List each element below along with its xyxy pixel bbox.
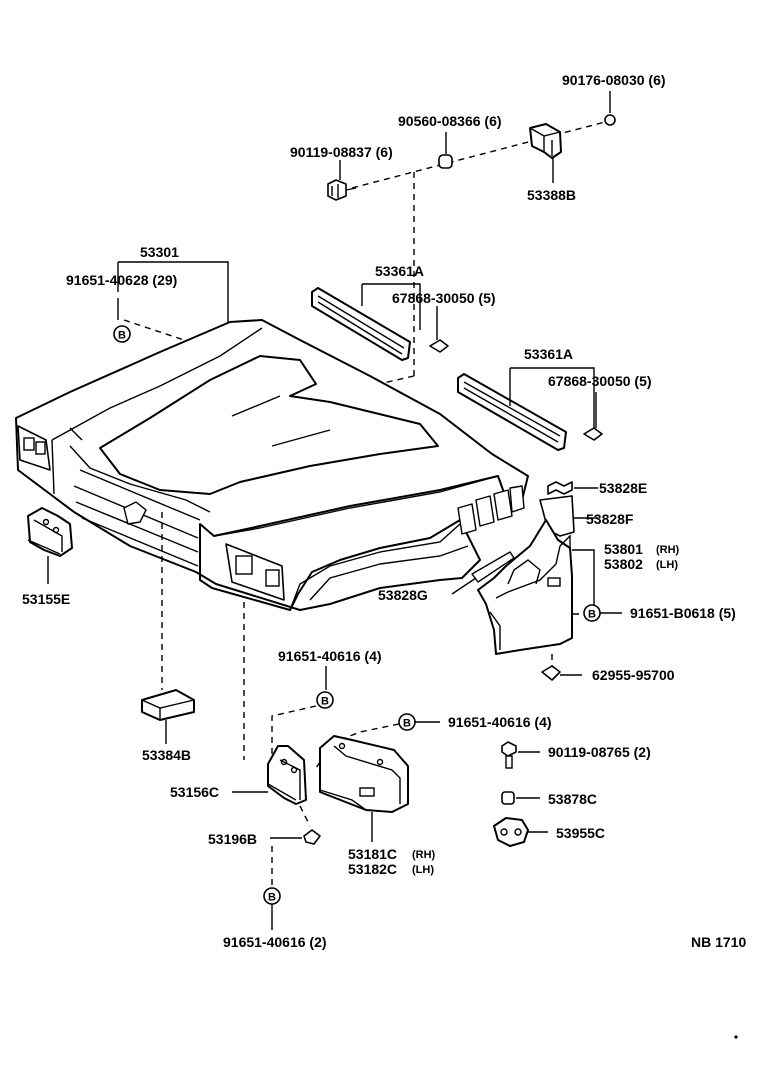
label-91651-40616-c: 91651-40616 (2) bbox=[223, 934, 327, 950]
screw-91651-40628 bbox=[113, 325, 131, 343]
clip-62955 bbox=[541, 665, 561, 681]
bolt-90119-08837 bbox=[327, 179, 357, 201]
clip-53196B bbox=[303, 829, 321, 845]
label-53828F: 53828F bbox=[586, 511, 634, 527]
label-90176-08030: 90176-08030 (6) bbox=[562, 72, 666, 88]
seal-53361A-lower bbox=[457, 373, 567, 451]
label-91651-B0618: 91651-B0618 (5) bbox=[630, 605, 736, 621]
label-90119-08837: 90119-08837 (6) bbox=[290, 144, 393, 160]
seal-53828E bbox=[547, 481, 573, 495]
grommet-90560 bbox=[438, 154, 453, 169]
screw-mark: B bbox=[403, 718, 411, 730]
page-dot bbox=[734, 1035, 738, 1039]
label-53155E: 53155E bbox=[22, 591, 70, 607]
label-91651-40616-b: 91651-40616 (4) bbox=[448, 714, 552, 730]
fastener-row-top bbox=[327, 91, 616, 387]
grommet-53878C bbox=[501, 791, 515, 805]
label-53801-side: (RH) bbox=[656, 544, 680, 556]
bracket-53155E bbox=[27, 507, 73, 557]
label-53301: 53301 bbox=[140, 244, 179, 260]
label-53388B: 53388B bbox=[527, 187, 576, 203]
seal-53361A-upper bbox=[311, 287, 411, 361]
shield-53181C-53182C bbox=[319, 735, 409, 813]
clip-53388B bbox=[529, 123, 562, 159]
screw-91651-40616-a bbox=[316, 691, 334, 709]
reference-code: NB 1710 bbox=[691, 934, 746, 950]
label-53828E: 53828E bbox=[599, 480, 647, 496]
pad-53384B bbox=[141, 689, 195, 721]
clip-67868-upper bbox=[429, 339, 449, 353]
label-53955C: 53955C bbox=[556, 825, 605, 841]
label-62955-95700: 62955-95700 bbox=[592, 667, 675, 683]
label-91651-40628: 91651-40628 (29) bbox=[66, 272, 177, 288]
label-53181C: 53181C bbox=[348, 846, 397, 862]
label-67868-30050-upper: 67868-30050 (5) bbox=[392, 290, 496, 306]
screw-mark: B bbox=[118, 330, 126, 342]
clip-67868-lower bbox=[583, 427, 603, 441]
label-53361A-lower: 53361A bbox=[524, 346, 573, 362]
label-90119-08765: 90119-08765 (2) bbox=[548, 744, 651, 760]
fender-53801-53802 bbox=[477, 519, 573, 655]
clip-53955C bbox=[493, 817, 529, 847]
bolt-90119-08765 bbox=[501, 741, 517, 769]
label-90560-08366: 90560-08366 (6) bbox=[398, 113, 502, 129]
label-53384B: 53384B bbox=[142, 747, 191, 763]
label-91651-40616-a: 91651-40616 (4) bbox=[278, 648, 382, 664]
label-53828G: 53828G bbox=[378, 587, 428, 603]
screw-mark: B bbox=[588, 609, 596, 621]
label-53182C: 53182C bbox=[348, 861, 397, 877]
label-67868-30050-lower: 67868-30050 (5) bbox=[548, 373, 652, 389]
screw-mark: B bbox=[321, 696, 329, 708]
label-53878C: 53878C bbox=[548, 791, 597, 807]
louver-vents bbox=[457, 485, 525, 535]
label-53181C-side: (RH) bbox=[412, 849, 436, 861]
label-53801: 53801 bbox=[604, 541, 643, 557]
bracket-53156C bbox=[267, 745, 307, 805]
nut-90176 bbox=[604, 114, 616, 126]
label-53802-side: (LH) bbox=[656, 559, 678, 571]
screw-mark: B bbox=[268, 892, 276, 904]
label-53182C-side: (LH) bbox=[412, 864, 434, 876]
label-53196B: 53196B bbox=[208, 831, 257, 847]
seal-53828G bbox=[471, 551, 515, 583]
hood-panel-53301 bbox=[15, 319, 529, 611]
label-53802: 53802 bbox=[604, 556, 643, 572]
label-53361A-upper: 53361A bbox=[375, 263, 424, 279]
label-53156C: 53156C bbox=[170, 784, 219, 800]
labels: 90176-08030 (6) 90560-08366 (6) 90119-08… bbox=[22, 72, 746, 950]
